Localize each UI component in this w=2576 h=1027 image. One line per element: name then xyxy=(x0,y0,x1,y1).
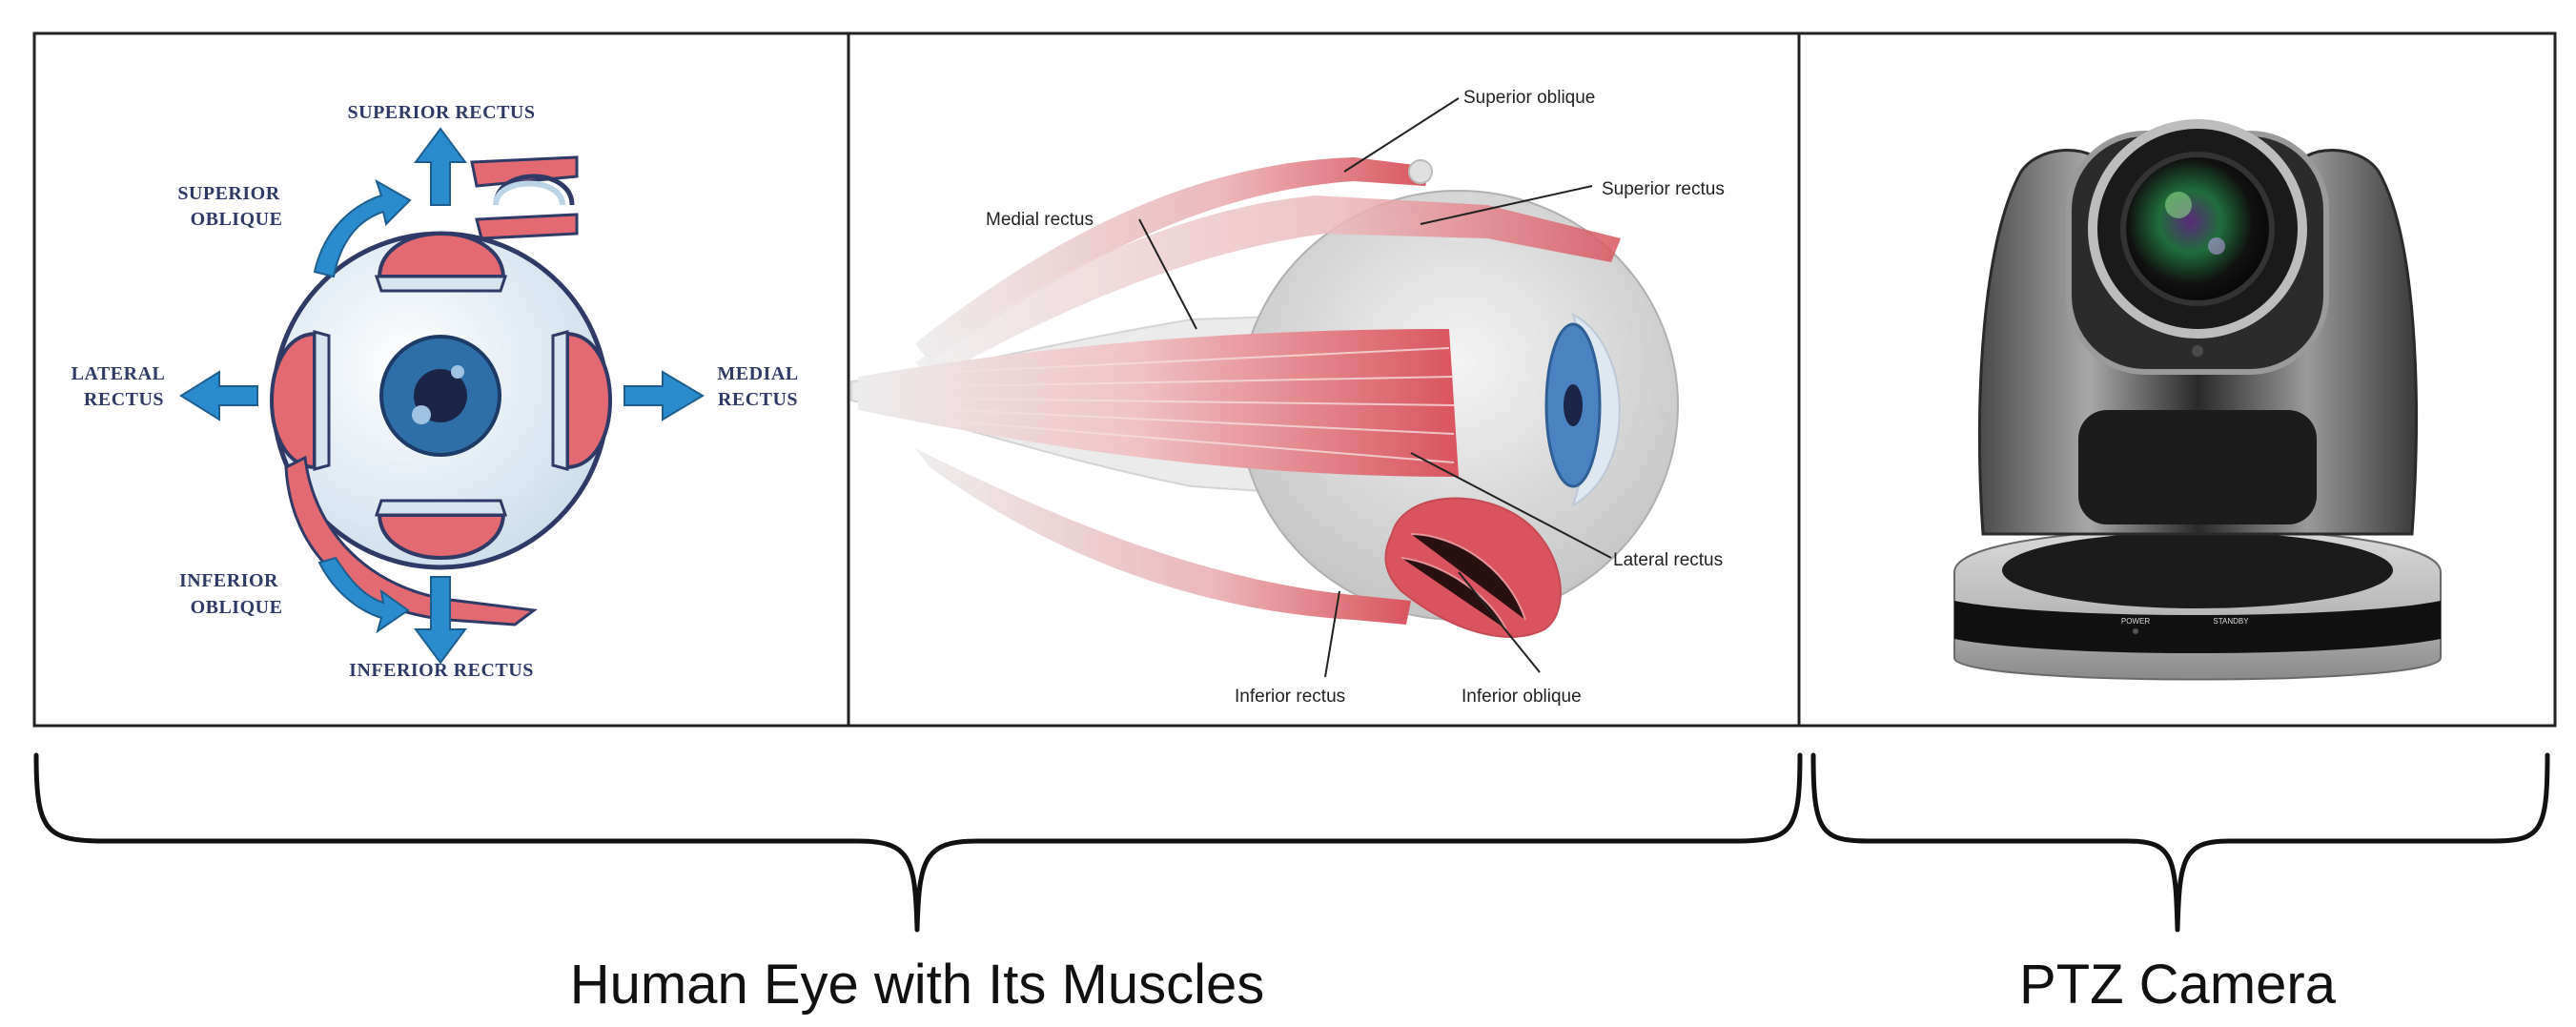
arrow-curve-upper-icon xyxy=(313,178,412,278)
superior-oblique-muscle xyxy=(915,157,1430,362)
side-pupil xyxy=(1564,384,1583,426)
arrow-right-icon xyxy=(624,370,705,421)
label-medial-rectus-line2: RECTUS xyxy=(718,389,798,410)
label-superior-rectus: SUPERIOR RECTUS xyxy=(348,102,536,123)
arrow-up-icon xyxy=(414,127,467,206)
label-inferior-rectus: INFERIOR RECTUS xyxy=(349,660,534,681)
caption-human-eye: Human Eye with Its Muscles xyxy=(570,954,1264,1016)
ptz-camera-panel: POWER STANDBY xyxy=(1953,119,2442,681)
superior-rectus-muscle xyxy=(915,195,1621,381)
medial-rectus-muscle xyxy=(858,329,1459,477)
brace-human-eye xyxy=(33,752,1803,933)
label-superior-oblique-line1: SUPERIOR xyxy=(177,183,279,204)
arrow-left-icon xyxy=(179,370,258,421)
label-lateral-rectus-line2: RECTUS xyxy=(84,389,164,410)
inferior-rectus-pad xyxy=(377,513,506,560)
label-medial-rectus: Medial rectus xyxy=(986,210,1094,230)
arrow-down-icon xyxy=(414,576,467,665)
label-superior-oblique-line2: OBLIQUE xyxy=(191,209,283,230)
muscle-diagram-panel: SUPERIOR RECTUS SUPERIOR OBLIQUE LATERAL… xyxy=(72,102,798,681)
grouping-braces xyxy=(33,752,2550,933)
camera-base: POWER STANDBY xyxy=(1953,528,2442,681)
brace-ptz-camera xyxy=(1810,752,2550,933)
lens-icon xyxy=(2120,152,2275,306)
leader-lines xyxy=(1138,97,1612,678)
label-lateral-rectus-line1: LATERAL xyxy=(72,363,166,384)
caption-ptz-camera: PTZ Camera xyxy=(2019,954,2337,1016)
standby-label: STANDBY xyxy=(2213,617,2249,626)
arrow-curve-lower-icon xyxy=(317,556,410,634)
label-lateral-rectus: Lateral rectus xyxy=(1613,550,1723,570)
superior-rectus-pad xyxy=(377,232,506,278)
anatomy-side-view-panel: Superior oblique Superior rectus Medial … xyxy=(850,88,1725,707)
label-superior-rectus-side: Superior rectus xyxy=(1602,179,1725,199)
medial-rectus-pad xyxy=(565,331,612,470)
label-medial-rectus-line1: MEDIAL xyxy=(717,363,798,384)
power-indicator xyxy=(2133,628,2138,634)
label-inferior-oblique-line1: INFERIOR xyxy=(179,570,278,591)
direction-arrows xyxy=(179,127,705,665)
label-inferior-oblique: Inferior oblique xyxy=(1462,687,1582,707)
label-inferior-oblique-line2: OBLIQUE xyxy=(191,597,283,618)
muscle-pads xyxy=(270,232,612,560)
inferior-rectus-muscle xyxy=(915,448,1411,625)
power-label: POWER xyxy=(2121,617,2150,626)
label-superior-oblique: Superior oblique xyxy=(1463,88,1595,108)
top-nerve-band xyxy=(470,155,579,240)
label-inferior-rectus: Inferior rectus xyxy=(1235,687,1345,707)
